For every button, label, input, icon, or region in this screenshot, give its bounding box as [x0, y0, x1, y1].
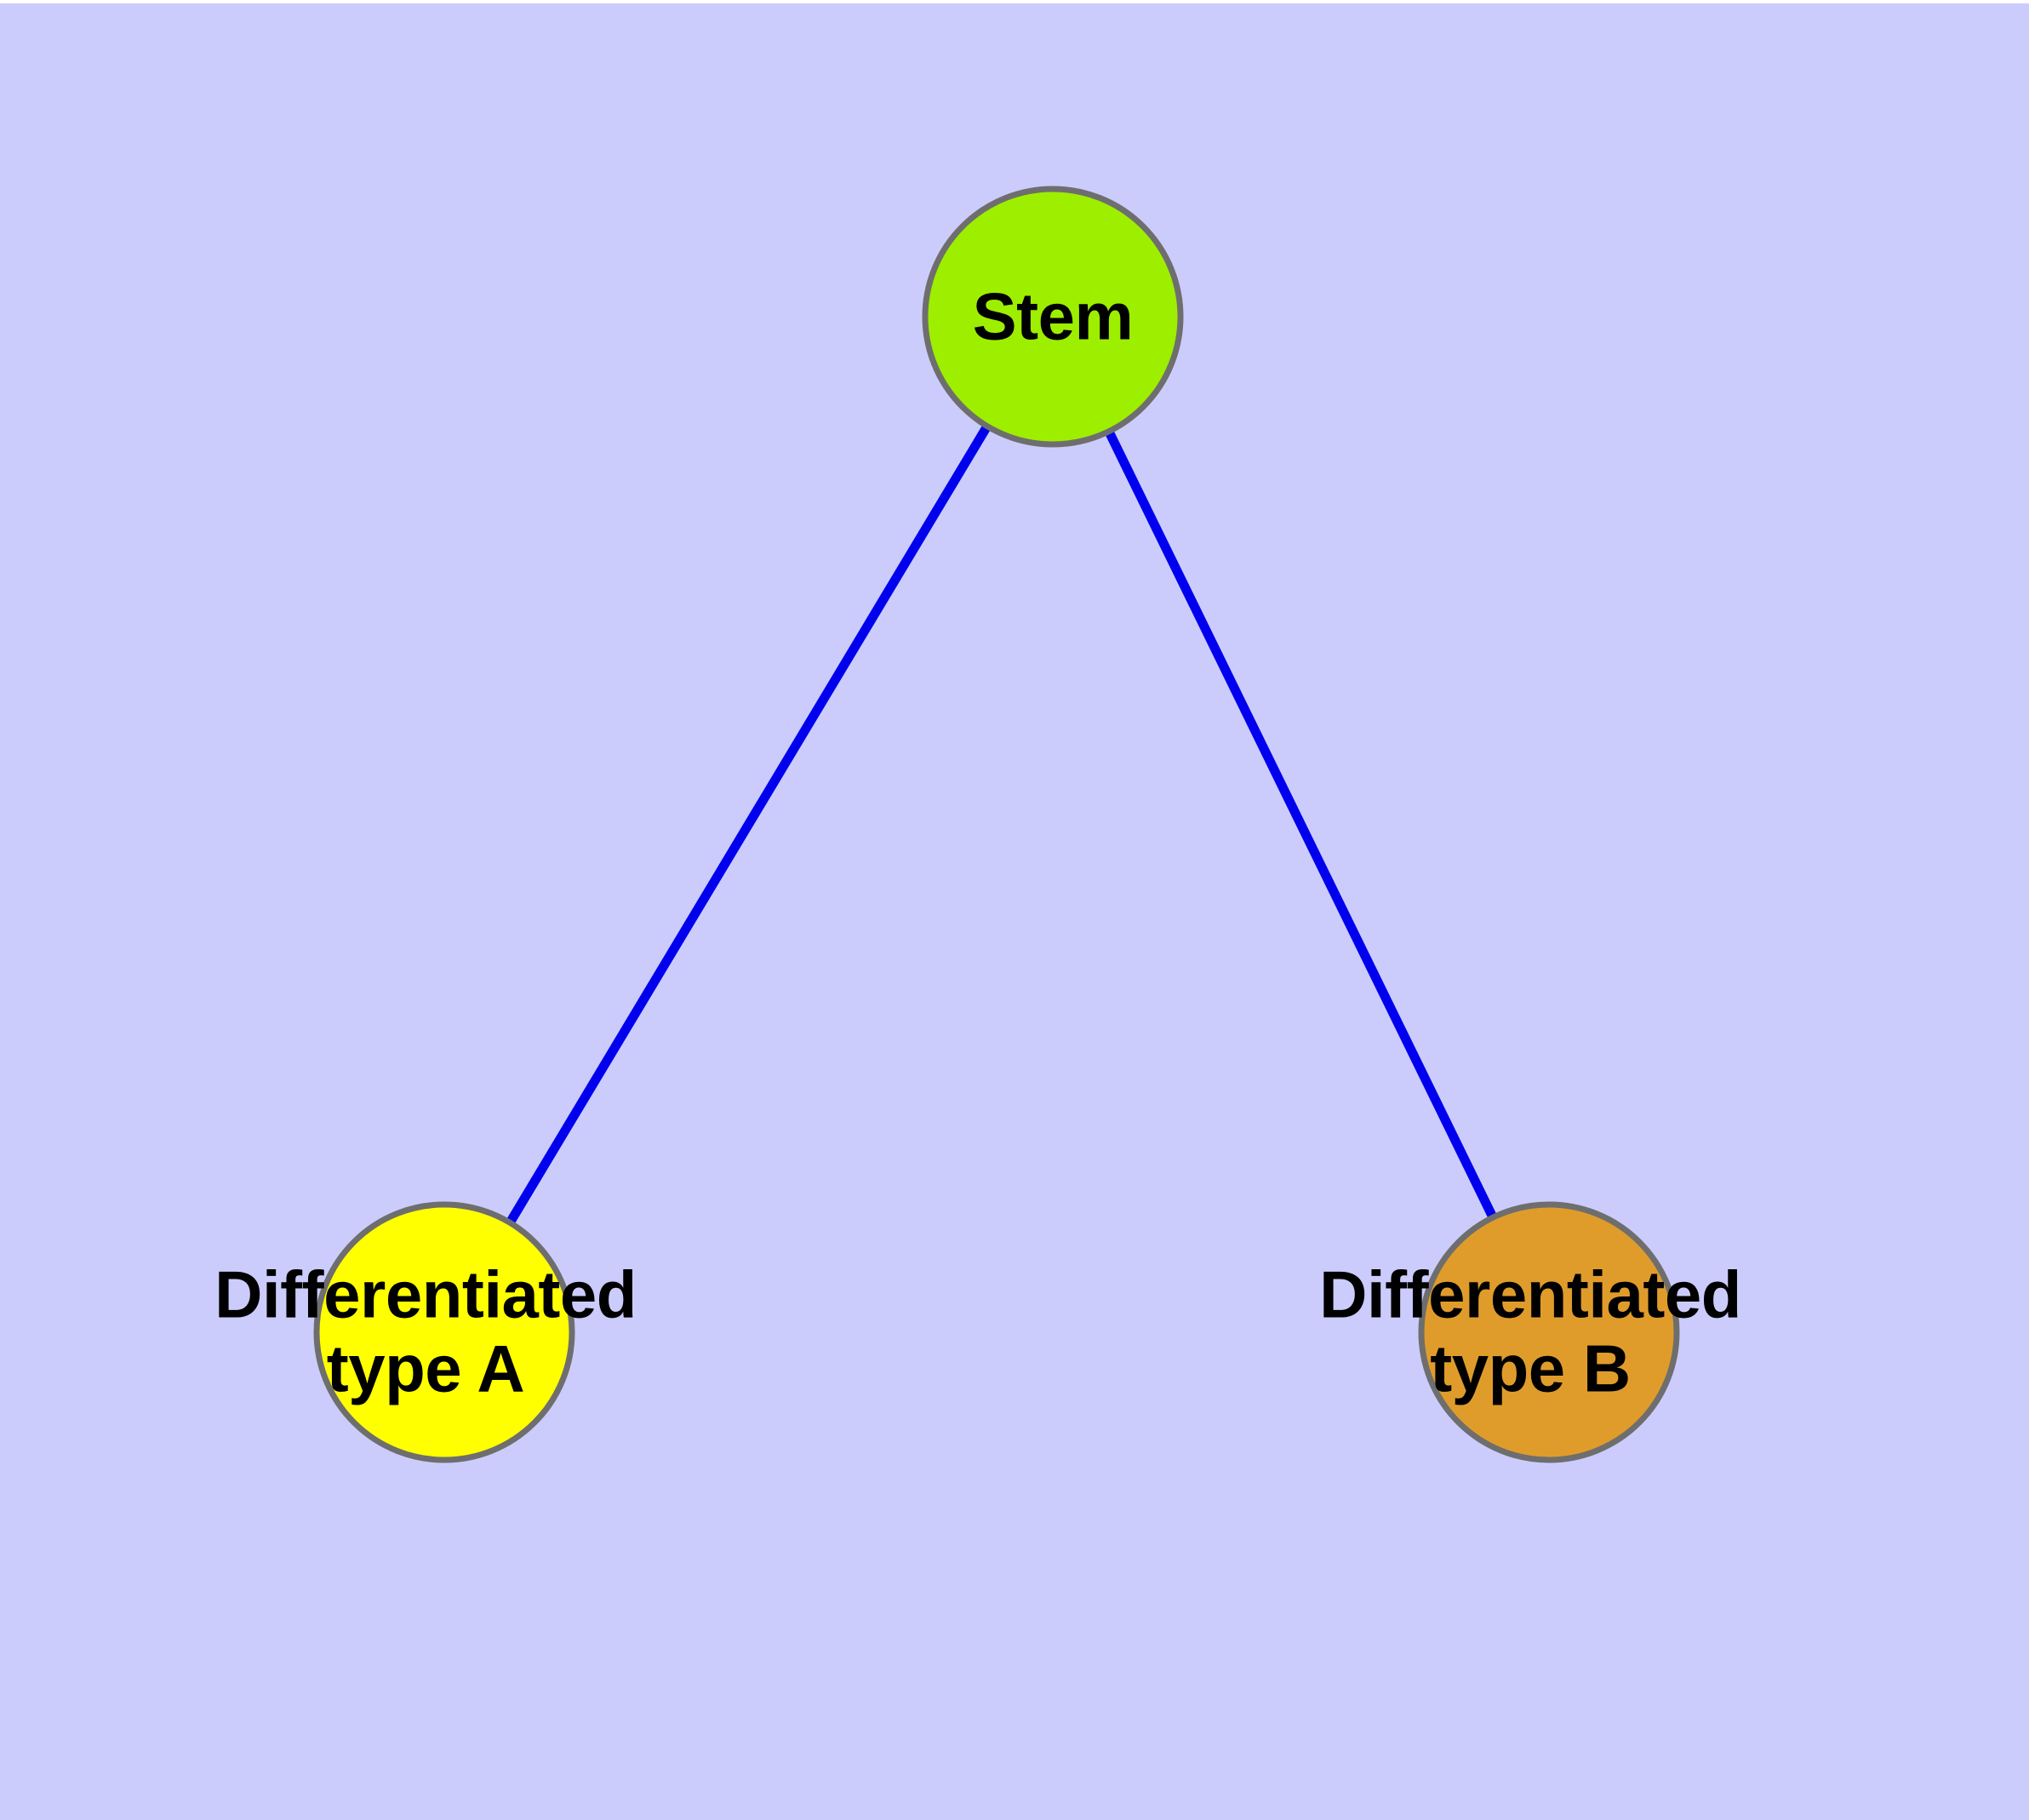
- node-label-differentiated-type-b-line-2: type B: [1430, 1331, 1631, 1406]
- node-label-differentiated-type-a-line-2: type A: [326, 1331, 525, 1406]
- node-circle-stem[interactable]: [922, 186, 1184, 448]
- node-label-differentiated-type-b-line-1: Differentiated: [1319, 1256, 1741, 1332]
- edge-stem-to-differentiated-type-b[interactable]: [1049, 314, 1553, 1335]
- node-label-stem: Stem: [972, 278, 1134, 354]
- node-label-differentiated-type-a-line-1: Differentiated: [214, 1256, 637, 1332]
- node-circle-differentiated-type-a[interactable]: [313, 1201, 575, 1463]
- node-label-stem-line-1: Stem: [972, 278, 1134, 354]
- node-label-differentiated-type-a: Differentiated type A: [214, 1256, 637, 1407]
- edge-stem-to-differentiated-type-a[interactable]: [440, 314, 1057, 1335]
- node-circle-differentiated-type-b[interactable]: [1418, 1201, 1680, 1463]
- node-label-differentiated-type-b: Differentiated type B: [1319, 1256, 1741, 1407]
